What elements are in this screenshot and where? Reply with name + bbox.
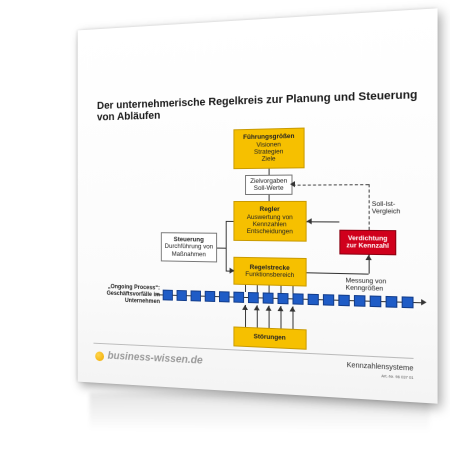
regelstrecke-line: Funktionsbereich	[245, 270, 295, 280]
process-square	[233, 291, 245, 303]
process-square	[204, 290, 216, 302]
process-square	[307, 293, 319, 306]
regler-heading: Regler	[259, 206, 280, 214]
steuerung-box: Steuerung Durchführung von Maßnahmen	[160, 232, 218, 263]
process-square	[277, 292, 289, 305]
stoerungen-box: Störungen	[233, 326, 307, 350]
connector-line	[225, 220, 227, 271]
arrow-up-icon	[365, 254, 372, 261]
verdichtung-box: Verdichtung zur Kennzahl	[339, 229, 397, 256]
regler-line: Entscheidungen	[246, 228, 293, 236]
connector-line	[217, 247, 226, 249]
zielvorgaben-line: Soll-Werte	[253, 184, 284, 192]
process-square	[338, 294, 350, 307]
process-square	[247, 292, 259, 304]
arrow-up-icon	[242, 304, 248, 311]
process-square	[292, 293, 304, 305]
connector-line	[268, 285, 270, 293]
connector-line	[245, 284, 247, 292]
article-number: Art.-Nr. 96 037 01	[381, 374, 414, 381]
connector-line	[268, 194, 270, 201]
stoerungen-heading: Störungen	[253, 333, 286, 343]
process-square	[219, 291, 230, 303]
messung-label: Messung von Kenngrößen	[346, 277, 387, 293]
soll-ist-line: Vergleich	[371, 208, 401, 216]
process-square	[322, 294, 335, 306]
arrow-up-icon	[253, 305, 260, 311]
process-label: „Ongoing Process“: Geschäftsvorfälle im …	[93, 284, 160, 306]
process-square	[176, 290, 187, 302]
connector-line	[225, 220, 234, 222]
arrow-up-icon	[289, 306, 296, 312]
brand-label: Kennzahlensysteme	[346, 361, 414, 373]
process-square	[401, 296, 414, 309]
zielvorgaben-box: Zielvorgaben Soll-Werte	[245, 174, 293, 196]
process-line: Unternehmen	[124, 298, 160, 306]
connector-line	[292, 286, 294, 294]
arrow-left-icon	[306, 218, 312, 225]
connector-line	[306, 272, 369, 275]
document-page: Der unternehmerische Regelkreis zur Plan…	[77, 8, 438, 404]
steuerung-line: Maßnahmen	[171, 250, 206, 258]
fuehrungsgroessen-line: Ziele	[261, 155, 276, 164]
connector-line	[268, 168, 270, 175]
messung-line: Kenngrößen	[345, 284, 384, 294]
arrow-up-icon	[277, 305, 284, 312]
page-title: Der unternehmerische Regelkreis zur Plan…	[96, 88, 418, 123]
connector-line	[256, 285, 258, 293]
verdichtung-line: zur Kennzahl	[346, 242, 390, 250]
process-square	[190, 290, 201, 302]
regler-box: Regler Auswertung von Kennzahlen Entsche…	[233, 200, 307, 242]
soll-ist-line: Soll-Ist-	[371, 200, 396, 209]
arrow-up-icon	[289, 181, 296, 188]
regelstrecke-box: Regelstrecke Funktionsbereich	[233, 256, 307, 287]
dashed-line	[292, 184, 369, 186]
logo-dot-icon	[95, 351, 105, 362]
connector-line	[280, 285, 282, 293]
arrow-up-icon	[265, 305, 272, 311]
process-square	[385, 295, 398, 308]
arrow-right-icon	[229, 267, 235, 274]
process-square	[162, 289, 173, 301]
process-square	[369, 295, 382, 308]
logo-text: business-wissen.de	[107, 350, 203, 367]
dashed-line	[368, 184, 370, 230]
soll-ist-label: Soll-Ist- Vergleich	[372, 201, 401, 217]
process-square	[262, 292, 274, 304]
process-square	[353, 295, 366, 307]
fuehrungsgroessen-box: Führungsgrößen Visionen Strategien Ziele	[233, 127, 305, 170]
